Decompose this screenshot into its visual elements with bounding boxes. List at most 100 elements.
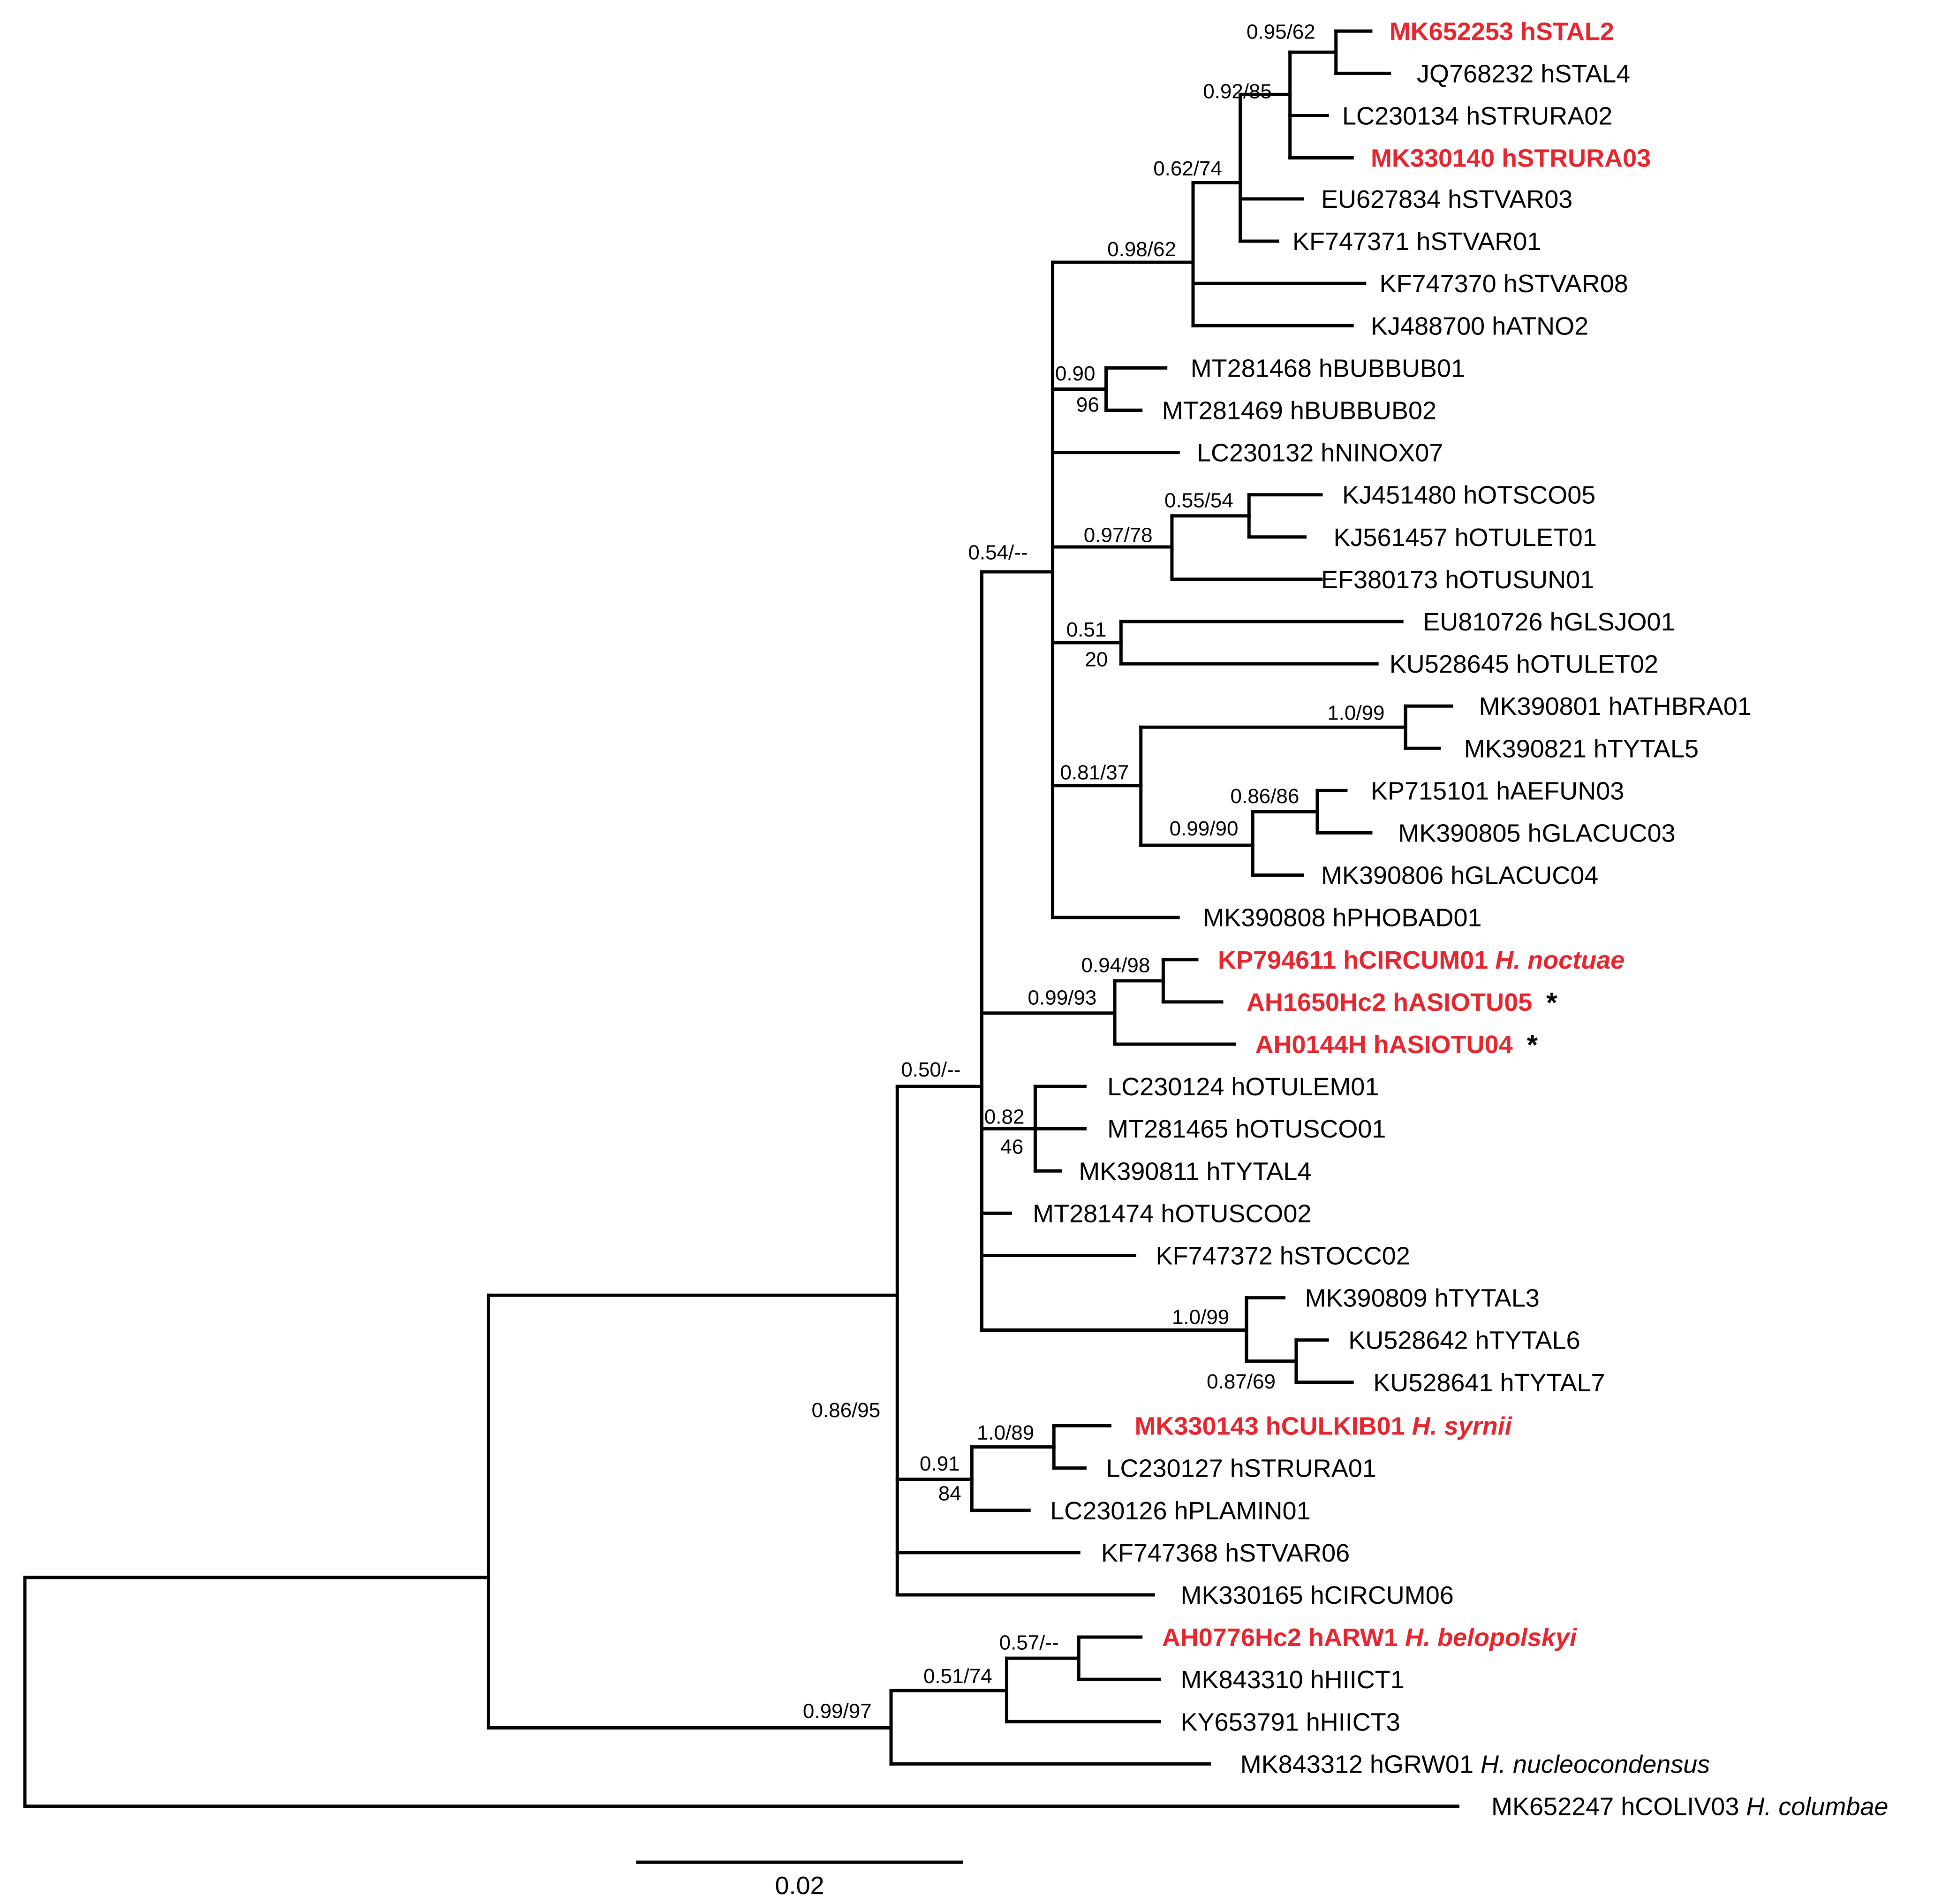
taxon-accession: KP794611 hCIRCUM01 (1218, 946, 1488, 974)
taxon-accession: MK330165 hCIRCUM06 (1181, 1581, 1454, 1609)
taxon-label: MK330165 hCIRCUM06 (1181, 1581, 1454, 1609)
taxon-label: EU810726 hGLSJO01 (1423, 608, 1675, 636)
taxon-label: KU528642 hTYTAL6 (1348, 1327, 1580, 1355)
taxon-species: H. columbae (1739, 1792, 1888, 1821)
taxon-accession: MK390808 hPHOBAD01 (1203, 904, 1481, 932)
taxon-label: MK390808 hPHOBAD01 (1203, 904, 1481, 932)
taxon-accession: LC230132 hNINOX07 (1197, 439, 1443, 467)
taxon-label: KU528641 hTYTAL7 (1373, 1369, 1605, 1397)
support-value: 0.99/90 (1170, 817, 1239, 840)
taxon-species: H. nucleocondensus (1474, 1750, 1710, 1778)
support-value: 0.94/98 (1081, 954, 1150, 977)
support-value: 96 (1076, 393, 1099, 416)
taxon-accession: KF747371 hSTVAR01 (1292, 228, 1541, 256)
taxon-accession: KF747368 hSTVAR06 (1101, 1539, 1350, 1567)
support-value: 0.86/86 (1231, 785, 1300, 808)
taxon-label: AH0144H hASIOTU04 (1255, 1031, 1513, 1059)
taxon-label: MK843312 hGRW01 H. nucleocondensus (1240, 1750, 1710, 1778)
taxon-accession: KY653791 hHIICT3 (1181, 1708, 1400, 1736)
support-value: 0.81/37 (1060, 761, 1129, 784)
support-value: 0.51 (1066, 618, 1107, 641)
star-marker: * (1527, 1029, 1538, 1061)
taxon-label: MK390811 hTYTAL4 (1079, 1157, 1311, 1185)
taxon-label: KU528645 hOTULET02 (1390, 650, 1658, 678)
taxon-accession: MK390805 hGLACUC03 (1398, 819, 1675, 848)
taxon-accession: KJ561457 hOTULET01 (1333, 523, 1596, 552)
taxon-label: LC230126 hPLAMIN01 (1050, 1497, 1310, 1525)
taxon-label: EF380173 hOTUSUN01 (1321, 566, 1594, 594)
scale-bar: 0.02 (636, 1860, 963, 1900)
taxon-species: H. noctuae (1488, 946, 1625, 974)
support-value: 0.57/-- (999, 1631, 1059, 1654)
taxon-label: MK390806 hGLACUC04 (1321, 862, 1598, 890)
taxon-species: H. syrnii (1405, 1412, 1512, 1441)
taxon-label: KJ451480 hOTSCO05 (1342, 481, 1595, 509)
taxon-label: KF747372 hSTOCC02 (1156, 1242, 1410, 1270)
taxon-label: MK843310 hHIICT1 (1181, 1666, 1405, 1694)
taxon-label: MK330140 hSTRURA03 (1371, 144, 1651, 173)
support-values: 0.95/620.92/850.62/740.98/620.90960.55/5… (803, 20, 1385, 1722)
taxon-accession: KU528641 hTYTAL7 (1373, 1369, 1605, 1397)
support-value: 0.87/69 (1207, 1370, 1276, 1393)
taxon-accession: MT281469 hBUBBUB02 (1162, 397, 1436, 425)
taxon-accession: AH0144H hASIOTU04 (1255, 1031, 1513, 1059)
taxon-accession: JQ768232 hSTAL4 (1417, 60, 1630, 88)
taxon-accession: MK652253 hSTAL2 (1390, 17, 1614, 46)
taxon-label: MK652253 hSTAL2 (1390, 17, 1614, 46)
support-value: 84 (938, 1482, 961, 1505)
taxon-label: AH0776Hc2 hARW1 H. belopolskyi (1162, 1623, 1577, 1652)
taxon-accession: MK390821 hTYTAL5 (1464, 735, 1699, 763)
taxon-accession: EU627834 hSTVAR03 (1321, 185, 1572, 213)
taxon-label: MT281468 hBUBBUB01 (1191, 354, 1465, 382)
support-value: 0.82 (984, 1106, 1025, 1129)
taxon-accession: MT281468 hBUBBUB01 (1191, 354, 1465, 382)
taxon-accession: MK390809 hTYTAL3 (1305, 1284, 1540, 1312)
taxon-accession: MT281474 hOTUSCO02 (1033, 1199, 1311, 1228)
taxon-label: MK652247 hCOLIV03 H. columbae (1491, 1792, 1889, 1821)
support-value: 0.50/-- (901, 1058, 960, 1081)
support-value: 1.0/89 (977, 1421, 1034, 1444)
taxon-accession: KJ451480 hOTSCO05 (1342, 481, 1595, 509)
taxon-species: H. belopolskyi (1398, 1623, 1577, 1652)
taxon-label: LC230132 hNINOX07 (1197, 439, 1443, 467)
taxon-accession: LC230126 hPLAMIN01 (1050, 1497, 1310, 1525)
taxon-accession: KF747372 hSTOCC02 (1156, 1242, 1410, 1270)
taxon-label: KP715101 hAEFUN03 (1371, 777, 1624, 805)
taxon-label: MT281465 hOTUSCO01 (1107, 1115, 1386, 1143)
support-value: 0.92/85 (1203, 80, 1272, 103)
taxon-accession: EU810726 hGLSJO01 (1423, 608, 1675, 636)
taxon-accession: LC230127 hSTRURA01 (1106, 1455, 1376, 1483)
taxon-accession: MK330140 hSTRURA03 (1371, 144, 1651, 173)
support-value: 0.54/-- (968, 541, 1028, 564)
support-value: 0.51/74 (923, 1665, 992, 1688)
taxon-label: MK390821 hTYTAL5 (1464, 735, 1699, 763)
taxon-accession: LC230134 hSTRURA02 (1342, 102, 1612, 130)
taxon-label: KY653791 hHIICT3 (1181, 1708, 1400, 1736)
taxon-label: KP794611 hCIRCUM01 H. noctuae (1218, 946, 1625, 974)
taxon-accession: KU528645 hOTULET02 (1390, 650, 1658, 678)
taxon-accession: MK390806 hGLACUC04 (1321, 862, 1598, 890)
taxon-label: MT281469 hBUBBUB02 (1162, 397, 1436, 425)
taxon-label: KF747371 hSTVAR01 (1292, 228, 1541, 256)
support-value: 1.0/99 (1327, 701, 1384, 724)
support-value: 0.90 (1055, 362, 1096, 385)
taxon-label: EU627834 hSTVAR03 (1321, 185, 1572, 213)
taxon-label: MK390801 hATHBRA01 (1479, 692, 1752, 721)
taxon-accession: KJ488700 hATNO2 (1371, 312, 1588, 340)
support-value: 0.99/93 (1028, 986, 1097, 1009)
star-marker: * (1546, 987, 1557, 1018)
tree-branches (23, 29, 1459, 1808)
taxon-accession: EF380173 hOTUSUN01 (1321, 566, 1594, 594)
scale-bar-label: 0.02 (775, 1872, 824, 1900)
support-value: 0.97/78 (1084, 524, 1153, 547)
taxon-label: KF747370 hSTVAR08 (1380, 270, 1628, 298)
taxon-accession: KU528642 hTYTAL6 (1348, 1327, 1580, 1355)
support-value: 46 (1000, 1135, 1023, 1158)
support-value: 0.98/62 (1107, 238, 1176, 261)
taxon-label: MK390809 hTYTAL3 (1305, 1284, 1540, 1312)
taxon-accession: MK330143 hCULKIB01 (1134, 1412, 1405, 1441)
taxon-accession: MK843312 hGRW01 (1240, 1750, 1474, 1778)
taxon-label: JQ768232 hSTAL4 (1417, 60, 1630, 88)
